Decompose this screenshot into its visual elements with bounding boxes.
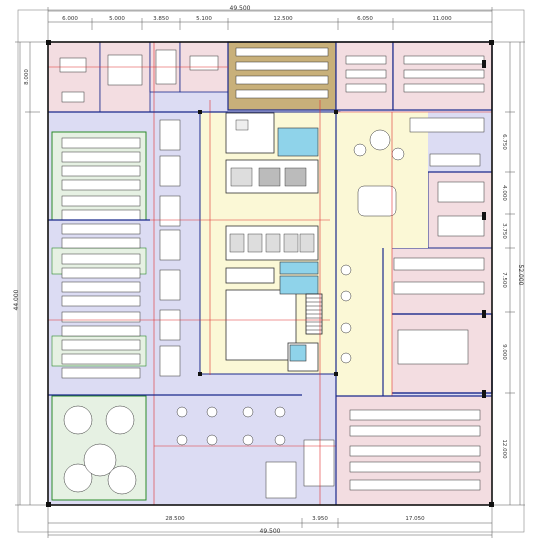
top-dimension-lines bbox=[47, 7, 493, 40]
core-room-5 bbox=[225, 289, 297, 361]
restroom-lower bbox=[279, 275, 319, 295]
dim-top-total: 49.500 bbox=[230, 5, 251, 12]
dim-top-seg-5: 12.500 bbox=[273, 16, 293, 22]
top-room-furniture bbox=[59, 47, 485, 103]
axis-grid-lines bbox=[48, 42, 492, 505]
dim-right-total: 52.000 bbox=[517, 265, 524, 286]
dim-bottom-total: 49.500 bbox=[260, 528, 281, 535]
dim-right-seg-6: 12.000 bbox=[501, 439, 507, 459]
dim-left-top: 8.000 bbox=[24, 69, 30, 85]
dim-right-seg-5: 9.000 bbox=[501, 344, 507, 360]
structural-columns bbox=[46, 40, 494, 507]
dim-bottom-seg-3: 17.050 bbox=[405, 516, 425, 522]
lounge-tables bbox=[176, 406, 335, 499]
dim-right-seg-1: 6.750 bbox=[501, 134, 507, 150]
dim-left-total: 44.000 bbox=[13, 289, 20, 310]
structural-walls bbox=[48, 111, 492, 505]
round-workstations bbox=[63, 405, 137, 495]
restroom-upper bbox=[277, 127, 319, 157]
restroom-mid bbox=[279, 261, 319, 275]
right-dimension-lines bbox=[492, 41, 525, 506]
core-room-4 bbox=[225, 267, 275, 284]
dim-top-seg-6: 6.050 bbox=[357, 16, 373, 22]
dim-right-seg-4: 7.500 bbox=[501, 272, 507, 288]
bottom-right-desks bbox=[349, 409, 481, 491]
left-cabinets bbox=[159, 119, 181, 377]
dim-bottom-seg-1: 28.500 bbox=[165, 516, 185, 522]
left-workstations bbox=[61, 137, 141, 379]
restroom-bottom bbox=[289, 344, 307, 362]
dim-right-seg-2: 4.000 bbox=[501, 185, 507, 201]
dim-right-seg-3: 3.750 bbox=[501, 223, 507, 239]
drawing-frame bbox=[17, 9, 525, 533]
lobby-seating bbox=[340, 129, 405, 364]
dim-top-seg-3: 3.850 bbox=[153, 16, 169, 22]
dim-top-seg-1: 6.000 bbox=[62, 16, 78, 22]
bottom-dimension-lines bbox=[47, 505, 493, 538]
left-dimension-lines bbox=[15, 41, 48, 506]
dim-top-seg-7: 11.000 bbox=[432, 16, 452, 22]
dim-top-seg-2: 5.000 bbox=[109, 16, 125, 22]
dim-bottom-seg-2: 3.950 bbox=[312, 516, 328, 522]
core-room-1 bbox=[225, 112, 275, 154]
right-offices-furniture bbox=[393, 117, 485, 365]
core-fixtures bbox=[229, 119, 323, 335]
building-outline bbox=[47, 41, 493, 506]
stair-treads bbox=[306, 297, 322, 331]
dim-top-seg-4: 5.100 bbox=[196, 16, 212, 22]
